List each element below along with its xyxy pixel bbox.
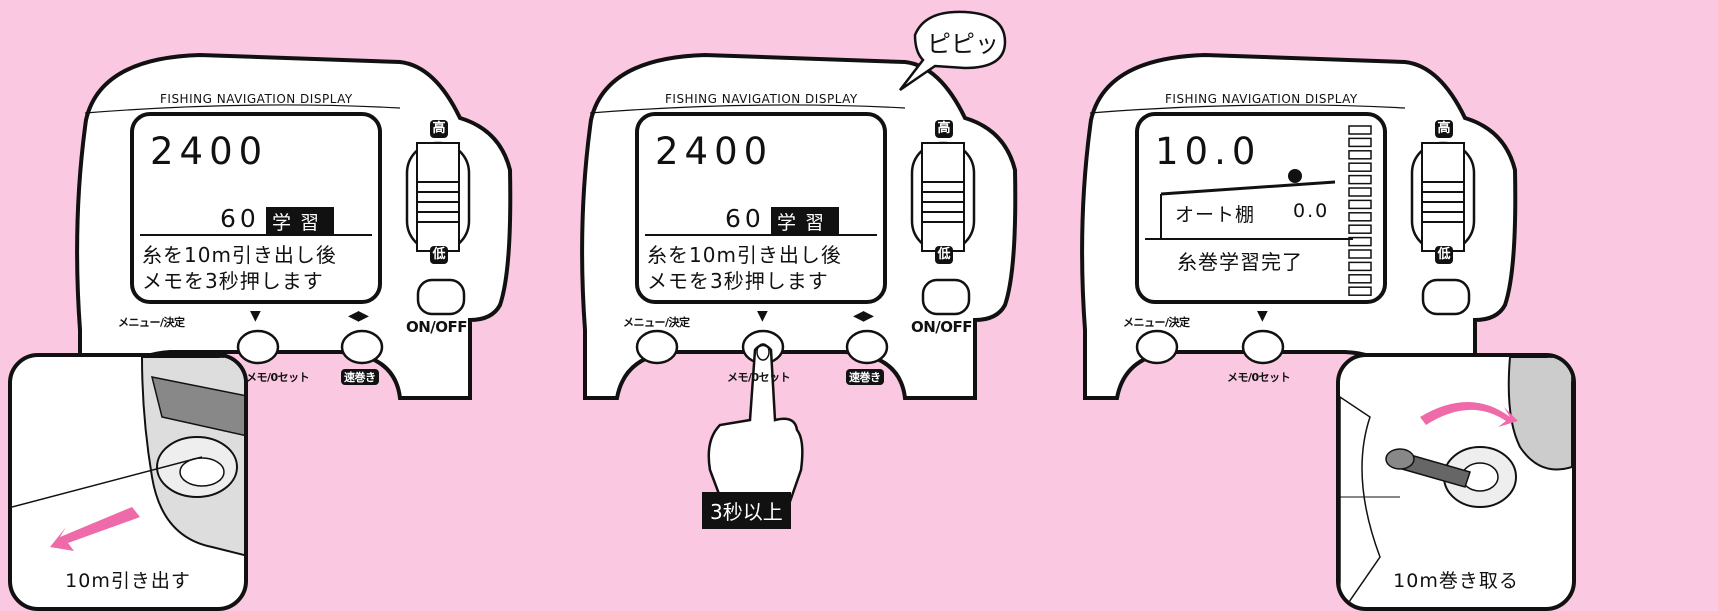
depth-meter-segment	[1348, 212, 1372, 222]
gauge-high-icon: 高	[430, 120, 448, 138]
inset-caption: 10m引き出す	[65, 570, 191, 592]
gauge-low-icon: 低	[430, 246, 448, 264]
depth-graph	[1160, 125, 1372, 296]
auto-depth-value: 0.0	[1293, 200, 1330, 222]
lcd-line-2: メモを3秒押します	[647, 269, 829, 293]
inset-pull-line: 10m引き出す	[8, 353, 248, 611]
depth-meter-segment	[1348, 236, 1372, 247]
memo-label: メモ/0セット	[246, 371, 310, 384]
panel-wind-line: FISHING NAVIGATION DISPLAY 10.0 オート棚 0.0…	[1005, 0, 1576, 611]
depth-meter-segment	[1348, 174, 1372, 185]
panel-press-memo: FISHING NAVIGATION DISPLAY 2400 60 学習 糸を…	[505, 0, 1065, 611]
lcd-top-value: 2400	[655, 130, 774, 173]
lcd-screen: 2400 60 学習 糸を10m引き出し後 メモを3秒押します	[635, 112, 887, 304]
power-label: ON/OFF	[911, 318, 973, 336]
depth-meter-segment	[1348, 286, 1372, 296]
lcd-instructions: 糸を10m引き出し後 メモを3秒押します	[142, 242, 337, 294]
gauge-high-icon: 高	[1435, 120, 1453, 138]
down-arrow-icon: ▼	[757, 308, 768, 324]
reel-winding-illustration	[1340, 357, 1572, 607]
left-right-arrow-icon: ◀▶	[348, 308, 369, 324]
menu-label: メニュー/決定	[623, 316, 690, 329]
gauge-high-icon: 高	[935, 120, 953, 138]
lcd-line-2: メモを3秒押します	[142, 269, 324, 293]
lcd-screen: 2400 60 学習 糸を10m引き出し後 メモを3秒押します	[130, 112, 382, 304]
depth-meter-segment	[1348, 125, 1372, 135]
device-title: FISHING NAVIGATION DISPLAY	[665, 92, 858, 106]
lcd-mode-badge: 学習	[771, 207, 840, 236]
device-title: FISHING NAVIGATION DISPLAY	[1165, 92, 1358, 106]
menu-label: メニュー/決定	[1123, 316, 1190, 329]
reel-illustration	[12, 357, 244, 557]
depth-meter-segment	[1348, 187, 1372, 197]
status-text: 糸巻学習完了	[1177, 250, 1303, 274]
speed-label: 速巻き	[846, 369, 884, 385]
device-title: FISHING NAVIGATION DISPLAY	[160, 92, 353, 106]
inset-wind-line: 10m巻き取る	[1336, 353, 1576, 611]
lcd-depth: 60	[725, 204, 765, 233]
memo-label: メモ/0セット	[1227, 371, 1291, 384]
depth-meter-segment	[1348, 162, 1372, 172]
lcd-line-1: 糸を10m引き出し後	[142, 243, 337, 267]
hold-duration-badge: 3秒以上	[702, 492, 791, 529]
depth-meter-segment	[1348, 249, 1372, 259]
down-arrow-icon: ▼	[250, 308, 261, 324]
down-arrow-icon: ▼	[1257, 308, 1268, 324]
lcd-divider	[645, 234, 877, 236]
depth-meter-segment	[1348, 224, 1372, 234]
panel-pull-line: FISHING NAVIGATION DISPLAY 2400 60 学習 糸を…	[0, 0, 560, 611]
lcd-instructions: 糸を10m引き出し後 メモを3秒押します	[647, 242, 842, 294]
lcd-top-value: 10.0	[1155, 130, 1262, 173]
lcd-depth: 60	[220, 204, 260, 233]
depth-meter-segment	[1348, 199, 1372, 210]
memo-label: メモ/0セット	[727, 371, 791, 384]
lcd-divider	[1145, 238, 1353, 240]
power-label: ON/OFF	[406, 318, 468, 336]
left-right-arrow-icon: ◀▶	[853, 308, 874, 324]
lcd-line-1: 糸を10m引き出し後	[647, 243, 842, 267]
lcd-mode-badge: 学習	[266, 207, 335, 236]
lcd-divider	[140, 234, 372, 236]
depth-meter-segment	[1348, 150, 1372, 160]
lcd-top-value: 2400	[150, 130, 269, 173]
depth-meter-segment	[1348, 274, 1372, 284]
beep-sound-text: ピピッ	[927, 30, 999, 58]
auto-depth-label: オート棚	[1175, 204, 1256, 226]
gauge-low-icon: 低	[1435, 246, 1453, 264]
gauge-low-icon: 低	[935, 246, 953, 264]
speed-label: 速巻き	[341, 369, 379, 385]
inset-caption: 10m巻き取る	[1393, 570, 1519, 592]
depth-meter-segment	[1348, 261, 1372, 272]
menu-label: メニュー/決定	[118, 316, 185, 329]
lcd-screen: 10.0 オート棚 0.0 糸巻学習完了	[1135, 112, 1387, 304]
depth-meter-segment	[1348, 137, 1372, 148]
